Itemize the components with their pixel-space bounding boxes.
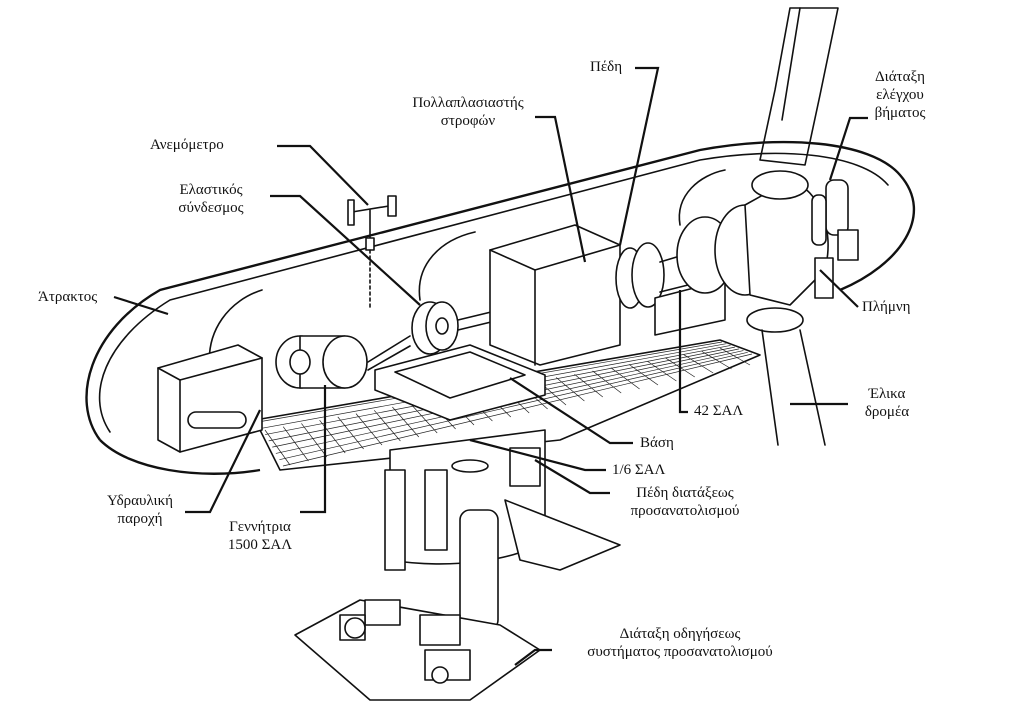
rotor-blade-label-line2: δρομέα — [864, 404, 910, 420]
rotor-blade-label-line1: Έλικα — [868, 386, 906, 402]
pitch-control-label-line3: βήματος — [874, 105, 926, 121]
rotor-hub — [676, 170, 829, 333]
pitch-cylinders — [811, 179, 859, 299]
elastic-coupling-label-line1: Ελαστικός — [179, 182, 243, 198]
floor-grate-line — [719, 347, 751, 366]
generator-label: Γεννήτρια 1500 ΣΑΛ — [210, 518, 310, 554]
anemometer-sensor — [347, 195, 397, 311]
elastic-coupling-label-line2: σύνδεσμος — [178, 200, 244, 216]
gearbox-label: Πολλαπλασιαστής στροφών — [398, 94, 538, 130]
floor-grate-line — [701, 350, 732, 370]
floor-grate-line — [279, 351, 748, 461]
floor-grate-line — [574, 373, 604, 398]
yaw-brake-label-line1: Πέδη διατάξεως — [636, 485, 734, 501]
hub-label: Πλήμνη — [862, 299, 911, 315]
brake-label: Πέδη — [590, 59, 623, 75]
gearbox — [489, 224, 621, 366]
floor-grate-line — [555, 377, 585, 402]
oil-tray — [374, 344, 546, 421]
floor-grate-line — [628, 364, 659, 386]
ratio-label: 1/6 ΣΑΛ — [612, 462, 666, 478]
generator — [275, 335, 411, 389]
hydraulic-supply-label-line2: παροχή — [117, 511, 163, 527]
gearbox-label-line2: στροφών — [440, 113, 496, 129]
yaw-drive-label-line1: Διάταξη οδηγήσεως — [619, 626, 741, 642]
elastic-coupling-label: Ελαστικός σύνδεσμος — [155, 181, 267, 217]
floor-grate-line — [647, 360, 677, 382]
yaw-brake-label-line2: προσανατολισμού — [630, 503, 740, 519]
rpm-42-label: 42 ΣΑΛ — [694, 403, 744, 419]
floor-grate-line — [355, 413, 383, 446]
yaw-brake-label: Πέδη διατάξεως προσανατολισμού — [605, 484, 765, 520]
floor-grate-line — [373, 410, 401, 442]
nacelle-label: Άτρακτος — [38, 289, 98, 305]
elastic-coupling — [411, 301, 526, 355]
floor-grate-line — [319, 419, 346, 454]
pitch-control-label: Διάταξη ελέγχου βήματος — [860, 68, 940, 122]
yaw-drive-label: Διάταξη οδηγήσεως συστήματος προσανατολι… — [545, 625, 815, 661]
pitch-control-label-line2: ελέγχου — [876, 87, 924, 103]
yaw-drive-label-line2: συστήματος προσανατολισμού — [587, 644, 773, 660]
generator-label-line1: Γεννήτρια — [229, 519, 291, 535]
hydraulic-supply-label-line1: Υδραυλική — [107, 493, 173, 509]
lower-rotor-blade — [761, 329, 826, 446]
floor-grate-line — [301, 423, 328, 458]
anemometer-label: Ανεμόμετρο — [150, 137, 224, 153]
floor-grate-line — [410, 403, 438, 434]
gearbox-label-line1: Πολλαπλασιαστής — [412, 95, 524, 111]
generator-label-line2: 1500 ΣΑΛ — [227, 537, 293, 553]
floor-grate-line — [264, 429, 291, 466]
floor-grate-line — [337, 416, 364, 450]
brake-disk — [615, 242, 726, 336]
floor-grate-line — [282, 353, 753, 467]
hydraulic-supply-label: Υδραυλική παροχή — [95, 492, 185, 528]
upper-rotor-blade — [759, 7, 839, 166]
floor-grate-line — [282, 426, 309, 462]
hydraulic-box — [157, 344, 263, 453]
yaw-system — [294, 429, 621, 701]
rotor-blade-label: Έλικα δρομέα — [852, 385, 922, 421]
pitch-control-label-line1: Διάταξη — [875, 69, 925, 85]
leader-lines — [113, 66, 868, 666]
base-label: Βάση — [640, 435, 674, 451]
floor-grate-line — [392, 406, 420, 438]
